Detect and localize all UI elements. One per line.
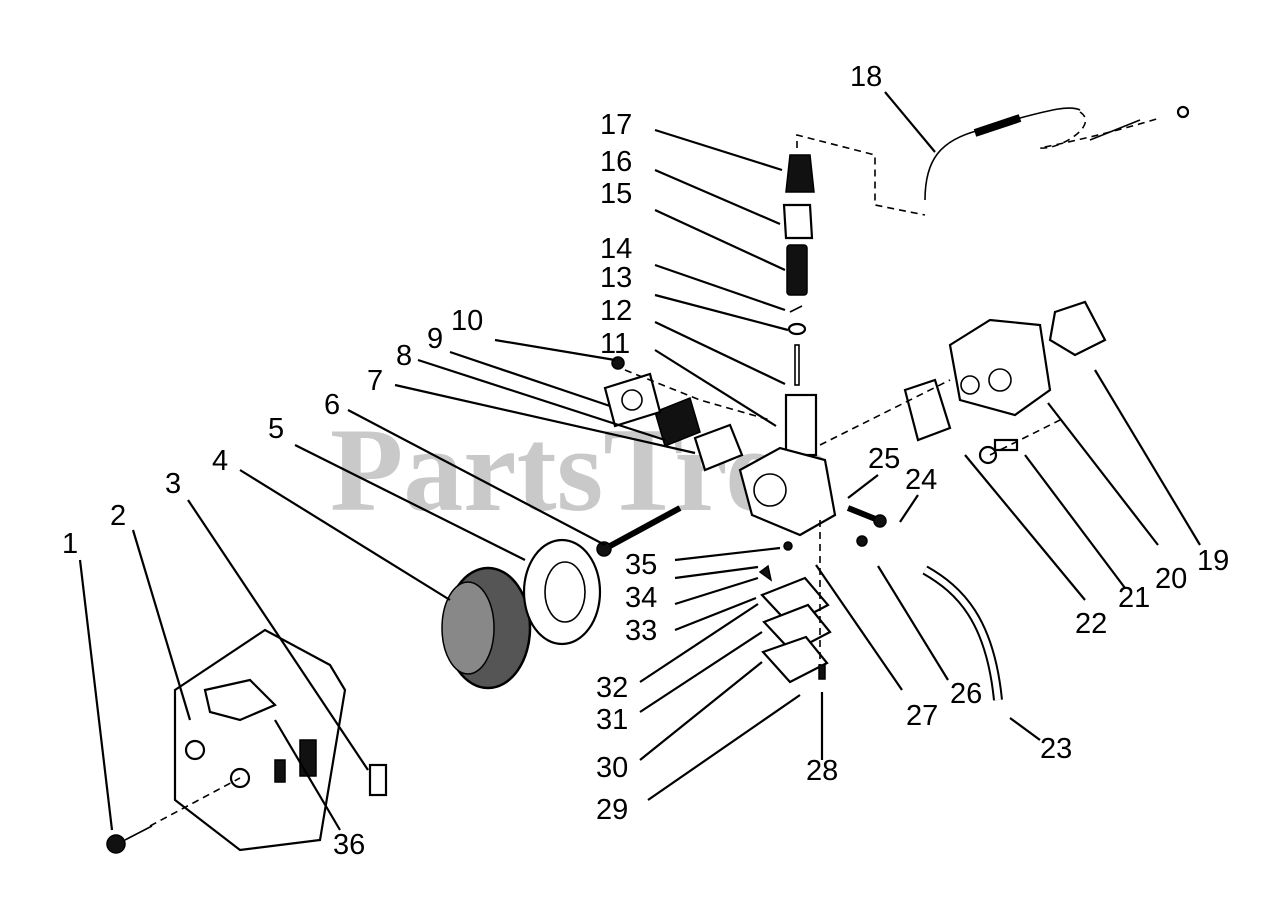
callout-7: 7 xyxy=(367,365,383,397)
part-needle-11 xyxy=(794,344,800,386)
leader-lines xyxy=(78,91,1201,831)
callout-1: 1 xyxy=(62,528,78,560)
callout-12: 12 xyxy=(600,295,632,327)
callout-8: 8 xyxy=(396,340,412,372)
callout-27: 27 xyxy=(906,700,938,732)
part-clip-12 xyxy=(787,322,807,336)
callout-13: 13 xyxy=(600,262,632,294)
part-shroud-cover xyxy=(173,628,347,852)
callout-17: 17 xyxy=(600,109,632,141)
part-cover-30 xyxy=(761,635,829,684)
callout-20: 20 xyxy=(1155,563,1187,595)
part-screw-6 xyxy=(596,505,682,557)
part-screw-24 xyxy=(856,535,868,547)
callout-4: 4 xyxy=(212,445,228,477)
callout-10: 10 xyxy=(451,305,483,337)
callout-30: 30 xyxy=(596,752,628,784)
assembly-guide xyxy=(149,777,241,827)
callout-22: 22 xyxy=(1075,608,1107,640)
part-label-3 xyxy=(368,763,388,797)
callout-29: 29 xyxy=(596,794,628,826)
part-lever-34 xyxy=(758,564,773,582)
part-screw-28 xyxy=(818,664,826,680)
part-air-box-20 xyxy=(948,318,1052,417)
callout-6: 6 xyxy=(324,389,340,421)
callout-5: 5 xyxy=(268,413,284,445)
callout-16: 16 xyxy=(600,146,632,178)
part-spring-15 xyxy=(786,244,808,296)
callout-3: 3 xyxy=(165,468,181,500)
part-screw-1 xyxy=(106,825,153,854)
part-filter-4 xyxy=(441,566,532,690)
callout-24: 24 xyxy=(905,464,937,496)
callout-32: 32 xyxy=(596,672,628,704)
callout-28: 28 xyxy=(806,755,838,787)
callout-14: 14 xyxy=(600,233,632,265)
part-nut-16 xyxy=(782,203,814,240)
part-gasket-22 xyxy=(903,378,952,442)
callout-21: 21 xyxy=(1118,582,1150,614)
part-gasket-31 xyxy=(762,603,832,654)
callout-36: 36 xyxy=(333,829,365,861)
part-boot-17 xyxy=(785,154,815,193)
part-reed-8 xyxy=(654,396,701,448)
callout-23: 23 xyxy=(1040,733,1072,765)
callout-26: 26 xyxy=(950,678,982,710)
assembly-guide xyxy=(624,369,771,421)
part-gasket-19 xyxy=(1048,300,1107,357)
assembly-guide xyxy=(796,133,926,216)
callout-34: 34 xyxy=(625,582,657,614)
callout-18: 18 xyxy=(850,61,882,93)
part-clip-13 xyxy=(789,305,803,313)
part-adapter-9 xyxy=(603,372,662,428)
callout-19: 19 xyxy=(1197,545,1229,577)
callout-33: 33 xyxy=(625,615,657,647)
callout-31: 31 xyxy=(596,704,628,736)
callout-9: 9 xyxy=(427,323,443,355)
part-carburetor-body xyxy=(738,393,837,537)
part-screw-21 xyxy=(978,438,1019,465)
callout-25: 25 xyxy=(868,443,900,475)
callout-numbers: 1 2 3 4 5 6 7 8 9 10 11 12 13 14 15 16 1… xyxy=(62,61,1229,861)
callout-11: 11 xyxy=(600,328,630,360)
callout-2: 2 xyxy=(110,500,126,532)
callout-35: 35 xyxy=(625,549,657,581)
callout-15: 15 xyxy=(600,178,632,210)
part-cable-18 xyxy=(924,105,1190,201)
assembly-guide xyxy=(989,419,1061,456)
part-pin-35 xyxy=(783,541,793,551)
part-plate-5 xyxy=(522,538,602,646)
assembly-guide xyxy=(819,379,951,446)
part-gasket-7 xyxy=(693,423,744,472)
part-screw-25 xyxy=(846,505,887,528)
